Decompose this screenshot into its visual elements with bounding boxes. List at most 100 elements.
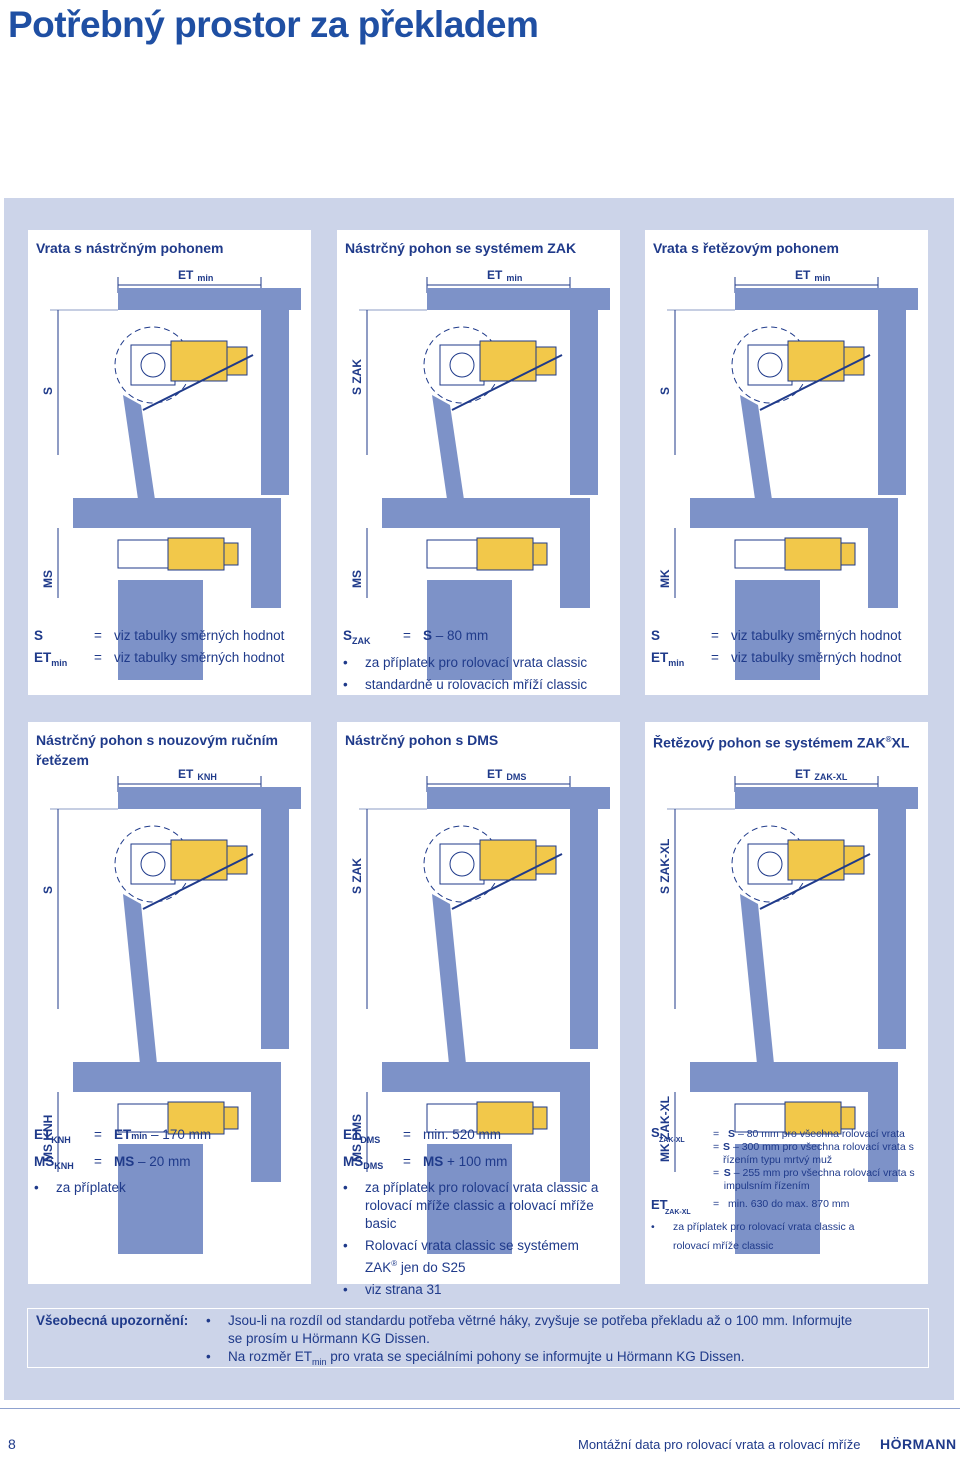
motor (170, 839, 228, 881)
support-strut (759, 853, 871, 910)
motor (479, 839, 537, 881)
et-sub-label: ZAK-XL (814, 772, 847, 782)
et-label: ET (178, 268, 194, 282)
ms-label: MS KNH (41, 1115, 55, 1162)
footer-divider (0, 1408, 960, 1409)
s-label: S ZAK-XL (658, 839, 672, 894)
legend-panel-5: ETDMS=min. 520 mm MSDMS=MS + 100 mm •za … (343, 1127, 599, 1297)
et-label: ET (487, 268, 503, 282)
note-item-2: Na rozměr ETmin pro vrata se speciálními… (228, 1349, 745, 1367)
legend-panel-6: S ZAK-XL =S – 80 mm pro všechna rolovací… (651, 1125, 915, 1252)
lintel-wall-side (73, 1062, 281, 1182)
note-item-1: Jsou-li na rozdíl od standardu potřeba v… (228, 1313, 853, 1346)
legend-panel-1: S=viz tabulky směrných hodnot ETmin=viz … (34, 628, 285, 668)
drive-unit-side (426, 1103, 478, 1133)
legend-panel-2: SZAK=S – 80 mm •za příplatek pro rolovac… (343, 628, 588, 692)
et-label: ET (795, 767, 811, 781)
guide-rail (432, 395, 467, 520)
guide-rail (123, 894, 158, 1074)
door-curtain (735, 1144, 820, 1254)
motor (479, 340, 537, 382)
motor-end (843, 346, 865, 376)
et-sub-label: min (506, 273, 522, 283)
motor-side (167, 1101, 225, 1135)
guide-rail (123, 395, 158, 520)
door-curtain (118, 1144, 203, 1254)
ms-label: MK ZAK-XL (658, 1096, 672, 1162)
shaft-icon (140, 851, 166, 877)
panel-title: Řetězový pohon se systémem ZAK®XL (653, 734, 910, 751)
panel-title: Vrata s řetězovým pohonem (653, 240, 839, 256)
support-strut (142, 853, 254, 910)
panel-title: Nástrčný pohon se systémem ZAK (345, 240, 577, 256)
shaft-icon (449, 352, 475, 378)
support-strut (759, 354, 871, 411)
lintel-wall-side (690, 498, 898, 608)
guide-rail (432, 894, 467, 1074)
brand-logo: HÖRMANN (880, 1436, 957, 1452)
s-label: S ZAK (350, 858, 364, 894)
shaft-icon (757, 352, 783, 378)
door-curtain (735, 580, 820, 680)
motor-cap-side (840, 542, 856, 566)
lintel-wall-side (690, 1062, 898, 1182)
et-label: ET (178, 767, 194, 781)
et-label: ET (795, 268, 811, 282)
drive-bracket (747, 344, 793, 386)
et-sub-label: KNH (197, 772, 217, 782)
s-label: S (41, 387, 55, 395)
motor-end (535, 845, 557, 875)
lintel-wall-side (382, 1062, 590, 1182)
notes-label: Všeobecná upozornění: (36, 1313, 189, 1328)
ms-label: MS DMS (350, 1114, 364, 1162)
motor-end (226, 845, 248, 875)
motor-side (476, 1101, 534, 1135)
motor-cap-side (532, 1106, 548, 1130)
ms-label: MK (658, 569, 672, 588)
s-label: S (41, 886, 55, 894)
legend-panel-3: S=viz tabulky směrných hodnot ETmin=viz … (651, 628, 902, 668)
et-sub-label: DMS (506, 772, 526, 782)
motor-end (535, 346, 557, 376)
drive-unit-side (734, 1103, 786, 1133)
lintel-wall-side (382, 498, 590, 608)
lintel-wall-side (73, 498, 281, 608)
lintel-wall (427, 288, 610, 495)
s-label: S ZAK (350, 359, 364, 395)
motor-cap-side (223, 1106, 239, 1130)
motor-cap-side (532, 542, 548, 566)
drive-unit-side (734, 539, 786, 569)
motor (170, 340, 228, 382)
support-strut (451, 853, 563, 910)
drive-unit-side (117, 1103, 169, 1133)
et-sub-label: min (814, 273, 830, 283)
shaft-icon (757, 851, 783, 877)
ms-label: MS (350, 570, 364, 588)
motor (787, 839, 845, 881)
support-strut (142, 354, 254, 411)
et-label: ET (487, 767, 503, 781)
motor (787, 340, 845, 382)
guide-rail (740, 894, 775, 1074)
motor-side (784, 537, 842, 571)
ms-label: MS (41, 570, 55, 588)
drive-bracket (130, 344, 176, 386)
motor-end (226, 346, 248, 376)
lintel-wall (735, 288, 918, 495)
drive-bracket (439, 843, 485, 885)
motor-side (167, 537, 225, 571)
lintel-wall (427, 787, 610, 1049)
motor-cap-side (223, 542, 239, 566)
lintel-wall (118, 288, 301, 495)
